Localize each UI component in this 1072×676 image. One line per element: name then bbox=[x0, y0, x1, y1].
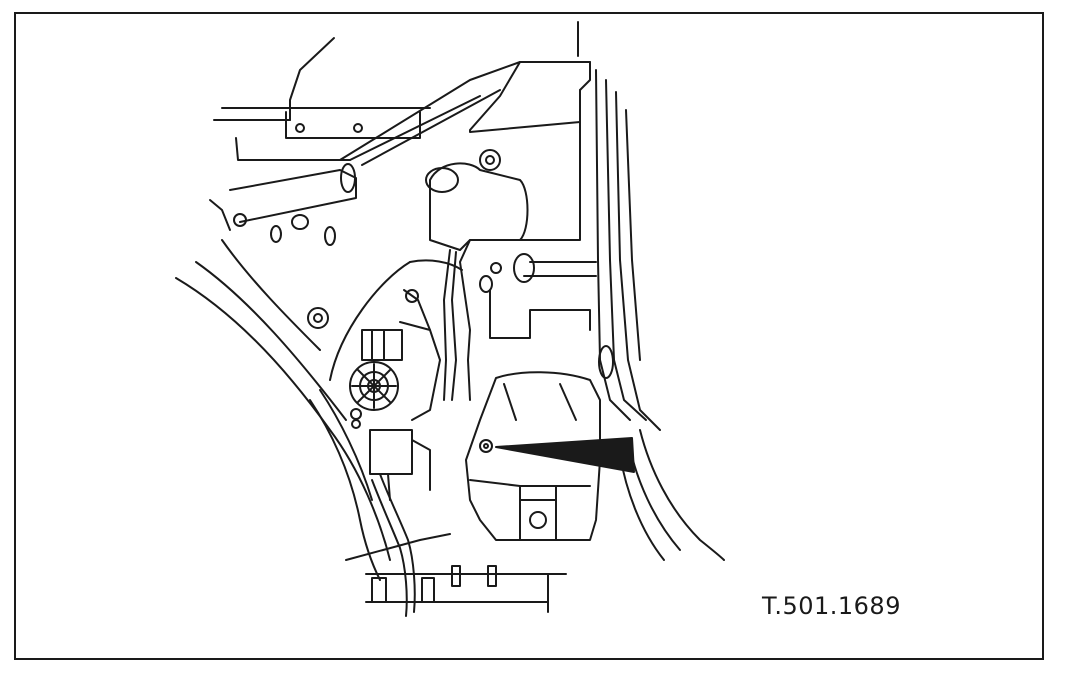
upper-bracket bbox=[213, 21, 591, 166]
bottom-rail bbox=[345, 533, 567, 613]
wheel-arch bbox=[175, 239, 411, 581]
motor-assembly bbox=[349, 289, 441, 501]
reference-code: T.501.1689 bbox=[762, 592, 901, 620]
lower-flange bbox=[619, 429, 725, 561]
diagram-frame bbox=[14, 12, 1044, 660]
lower-housing bbox=[465, 371, 601, 541]
right-pillar bbox=[489, 69, 661, 431]
upper-rail bbox=[209, 163, 357, 246]
arrow-left-icon bbox=[495, 437, 635, 473]
cable bbox=[371, 473, 416, 617]
center-panel bbox=[307, 149, 535, 401]
